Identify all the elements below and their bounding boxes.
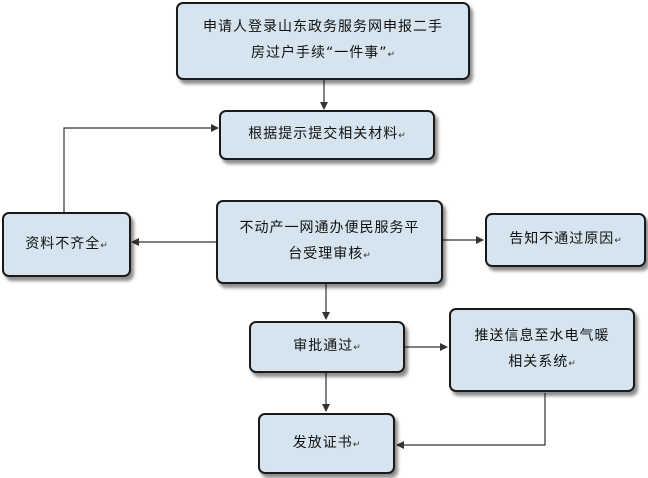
paragraph-mark: ↵	[614, 236, 622, 246]
step-approved: 审批通过↵	[249, 321, 405, 373]
step-platform-review-line1: 不动产一网通办便民服务平	[239, 220, 420, 236]
step-submit-materials: 根据提示提交相关材料↵	[219, 110, 435, 160]
step-incomplete-documents-line1: 资料不齐全↵	[25, 231, 108, 259]
step-push-utilities: 推送信息至水电气暖 相关系统↵	[449, 308, 635, 392]
step-notify-rejection: 告知不通过原因↵	[485, 213, 646, 267]
step-notify-rejection-text: 告知不通过原因	[509, 231, 615, 247]
paragraph-mark: ↵	[398, 131, 406, 141]
step-platform-review: 不动产一网通办便民服务平 台受理审核↵	[216, 200, 443, 284]
step-approved-text: 审批通过	[293, 338, 354, 354]
step-platform-review-line2-text: 台受理审核	[288, 246, 364, 262]
paragraph-mark: ↵	[387, 50, 396, 60]
step-issue-certificate-text: 发放证书	[292, 434, 353, 451]
step-approved-line1: 审批通过↵	[293, 333, 361, 361]
paragraph-mark: ↵	[568, 359, 576, 369]
paragraph-mark: ↵	[353, 343, 361, 353]
step-submit-materials-line1: 根据提示提交相关材料↵	[248, 121, 406, 149]
step-push-utilities-line2-text: 相关系统	[508, 354, 569, 370]
step-apply-online-line2-text: 房过户手续“一件事”	[250, 45, 388, 61]
step-push-utilities-line2: 相关系统↵	[508, 349, 576, 377]
paragraph-mark: ↵	[100, 240, 108, 251]
step-issue-certificate-line1: 发放证书↵	[293, 430, 361, 458]
step-apply-online: 申请人登录山东政务服务网申报二手 房过户手续“一件事”↵	[176, 2, 470, 80]
step-incomplete-documents-text: 资料不齐全	[25, 235, 101, 252]
arrow-incomplete-to-submit	[63, 124, 219, 212]
step-apply-online-line2: 房过户手续“一件事”↵	[251, 40, 395, 68]
paragraph-mark: ↵	[352, 439, 361, 450]
arrow-push-to-issue	[396, 393, 546, 449]
step-submit-materials-text: 根据提示提交相关材料	[248, 126, 399, 142]
step-platform-review-line2: 台受理审核↵	[288, 241, 371, 269]
step-incomplete-documents: 资料不齐全↵	[2, 212, 131, 277]
step-issue-certificate: 发放证书↵	[258, 413, 395, 474]
step-notify-rejection-line1: 告知不通过原因↵	[509, 226, 622, 254]
paragraph-mark: ↵	[363, 251, 371, 261]
step-apply-online-line1: 申请人登录山东政务服务网申报二手	[203, 19, 443, 35]
step-push-utilities-line1: 推送信息至水电气暖	[474, 328, 610, 344]
